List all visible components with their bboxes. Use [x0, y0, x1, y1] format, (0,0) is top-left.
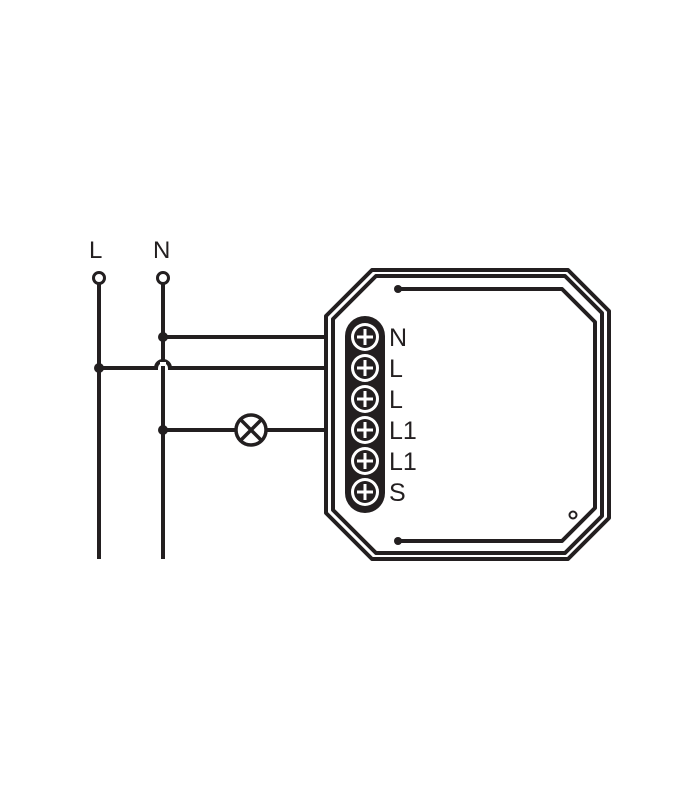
terminal-block — [345, 316, 385, 513]
lamp-icon — [234, 413, 268, 447]
line-junction-dot — [94, 363, 104, 373]
line-terminal-icon — [92, 271, 106, 285]
terminal-label-l-1: L — [389, 355, 403, 383]
line-label: L — [89, 237, 102, 264]
terminal-label-l1-1: L1 — [389, 417, 417, 445]
terminal-label-l-2: L — [389, 386, 403, 414]
terminal-label-l1-2: L1 — [389, 448, 417, 476]
neutral-junction-dot — [158, 332, 168, 342]
terminal-label-n: N — [389, 324, 407, 352]
neutral-terminal-icon — [156, 271, 170, 285]
lamp-junction-dot — [158, 425, 168, 435]
led-indicator-icon — [568, 510, 578, 520]
module-housing — [324, 268, 611, 561]
neutral-label: N — [153, 237, 170, 264]
terminal-label-s: S — [389, 479, 406, 507]
line-to-module-wire — [99, 359, 326, 370]
